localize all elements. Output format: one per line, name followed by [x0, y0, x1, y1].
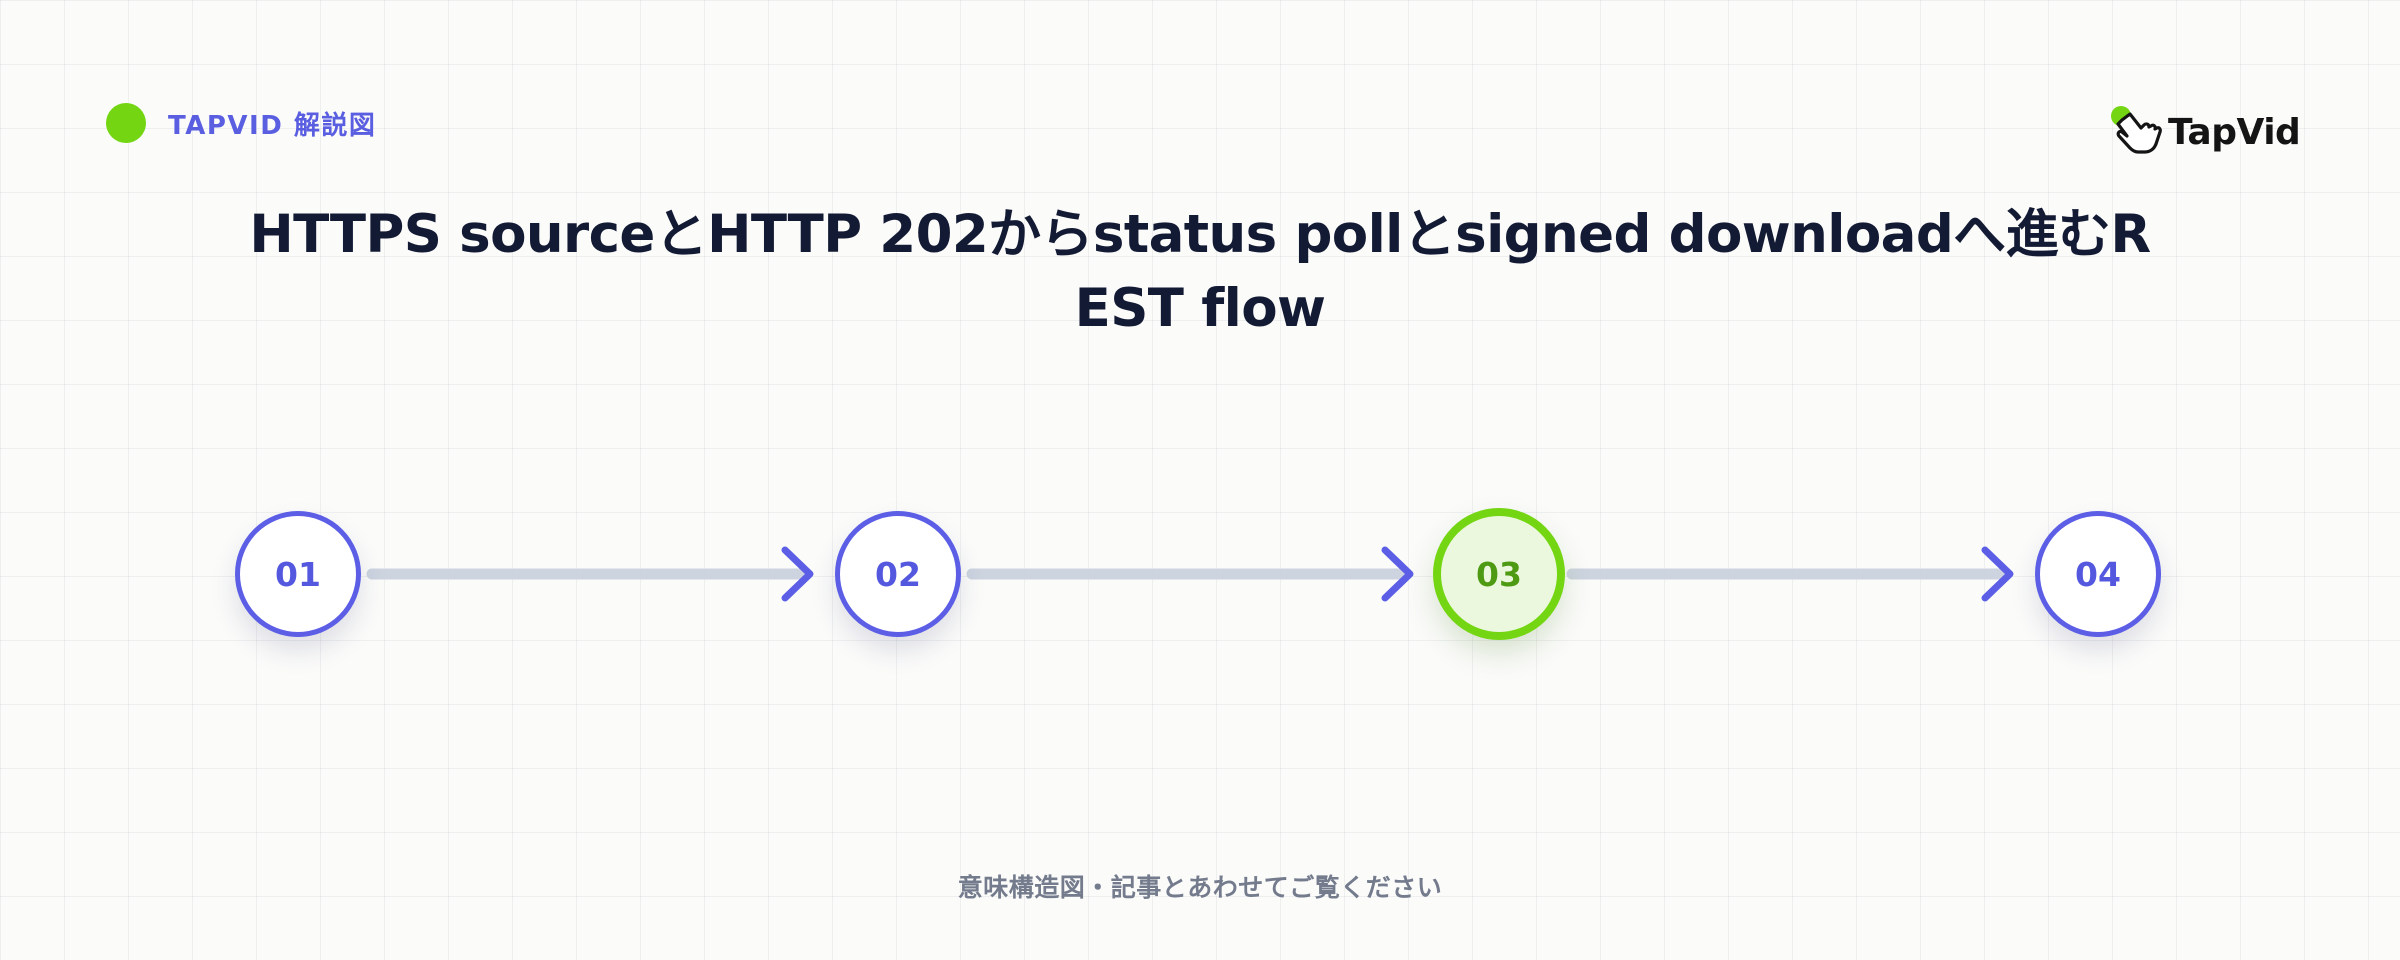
brand-tag: TAPVID 解説図 — [106, 103, 376, 143]
brand-tag-label: TAPVID 解説図 — [168, 110, 377, 141]
step-label: 02 — [875, 554, 921, 594]
step-label: 04 — [2075, 554, 2121, 594]
diagram-title: HTTPS sourceとHTTP 202からstatus pollとsigne… — [240, 198, 2160, 346]
step-node-04: 04 — [2035, 511, 2161, 637]
step-label: 03 — [1476, 554, 1522, 594]
title-line-1: HTTPS sourceとHTTP 202からstatus pollとsigne… — [249, 204, 2151, 265]
step-node-01: 01 — [235, 511, 361, 637]
footer-note: 意味構造図・記事とあわせてご覧ください — [957, 873, 1443, 902]
brand-dot-icon — [106, 103, 146, 143]
step-label: 01 — [275, 554, 321, 594]
tapvid-logo[interactable]: TapVid — [2108, 100, 2304, 164]
step-node-03-active: 03 — [1433, 508, 1565, 640]
logo-wordmark: TapVid — [2168, 111, 2301, 153]
step-node-02: 02 — [835, 511, 961, 637]
title-line-2: EST flow — [1074, 278, 1326, 339]
pointing-hand-icon — [2108, 102, 2166, 162]
